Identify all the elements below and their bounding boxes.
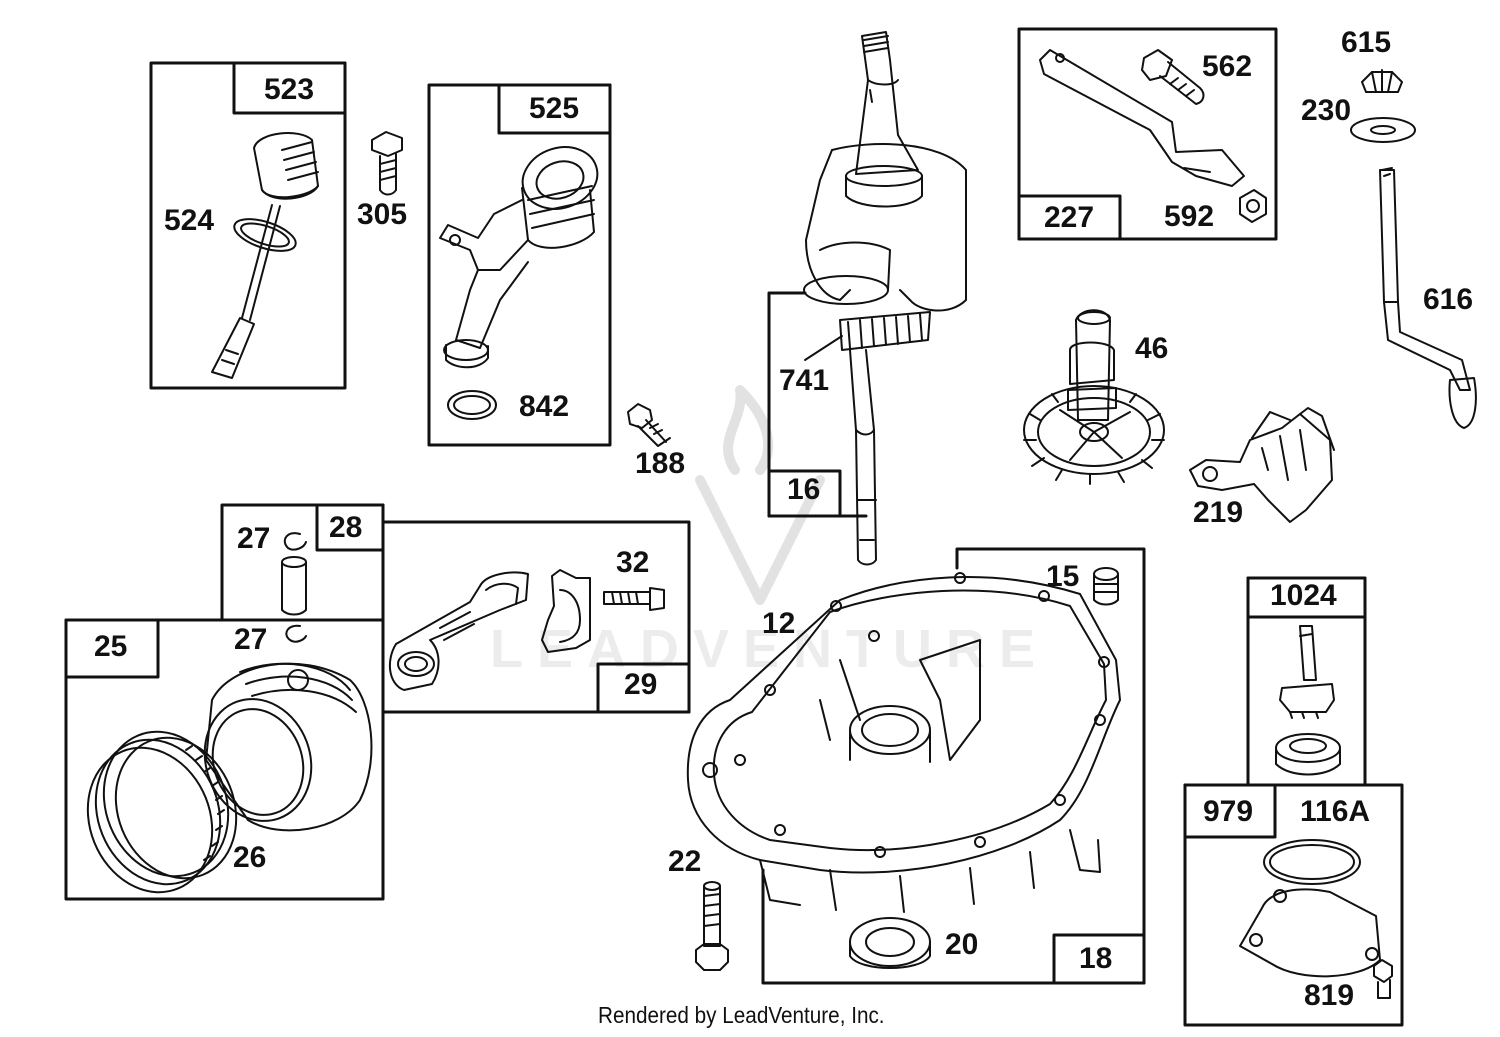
callout-12: 12	[762, 607, 796, 640]
clip-27-lower	[285, 624, 307, 643]
callout-29: 29	[624, 668, 658, 701]
callout-615: 615	[1341, 26, 1392, 59]
kit-box-523	[149, 61, 347, 390]
nut-592	[1239, 189, 1267, 223]
kit-box-25	[64, 618, 385, 901]
leader-741	[804, 335, 843, 361]
piston-rings-part	[86, 730, 238, 894]
callout-32: 32	[616, 546, 650, 579]
crankshaft-part	[803, 31, 967, 566]
rendered-by-footer: Rendered by LeadVenture, Inc.	[598, 1002, 885, 1028]
piston-part	[203, 662, 373, 832]
callout-27-lower: 27	[234, 623, 268, 656]
callout-26: 26	[233, 841, 267, 874]
connecting-rod-part	[388, 571, 529, 691]
kit-box-525	[427, 83, 612, 447]
callout-523: 523	[264, 73, 315, 106]
plug-15	[1093, 567, 1119, 606]
callout-979: 979	[1203, 795, 1254, 828]
kit-box-979	[1183, 783, 1404, 1027]
governor-gear-part	[1189, 407, 1335, 523]
screw-819	[1373, 959, 1393, 999]
kit-box-1024	[1246, 576, 1367, 787]
bolt-32	[603, 587, 665, 611]
nut-615	[1361, 69, 1403, 93]
callout-18: 18	[1079, 942, 1113, 975]
callout-562: 562	[1202, 50, 1253, 83]
bolt-22	[695, 881, 729, 971]
kit-box-16	[767, 291, 868, 518]
callout-27-upper: 27	[237, 522, 271, 555]
callout-25: 25	[94, 630, 128, 663]
crankcase-sump-part	[686, 572, 1121, 913]
dipstick-part	[211, 132, 319, 379]
callout-219: 219	[1193, 496, 1244, 529]
governor-lever-part	[1039, 49, 1245, 187]
o-ring-842-inner	[453, 395, 491, 415]
callout-592: 592	[1164, 200, 1215, 233]
callout-15: 15	[1046, 560, 1080, 593]
clip-27-upper	[283, 532, 307, 551]
callout-842: 842	[519, 390, 570, 423]
callout-525: 525	[529, 92, 580, 125]
callout-524: 524	[164, 204, 215, 237]
callout-819: 819	[1304, 979, 1355, 1012]
bolt-305	[371, 131, 403, 196]
oil-seal-20	[849, 917, 931, 969]
callout-46: 46	[1135, 332, 1169, 365]
rod-cap-part	[541, 569, 591, 653]
callout-741: 741	[779, 364, 830, 397]
callout-227: 227	[1044, 201, 1095, 234]
washer-230	[1350, 117, 1416, 143]
oil-pump-rotor-part	[1275, 733, 1341, 776]
callout-305: 305	[357, 198, 408, 231]
watermark-text: LEADVENTURE	[490, 619, 1050, 679]
kit-box-227	[1017, 27, 1278, 241]
pump-cover-979	[1239, 888, 1381, 978]
callout-16: 16	[787, 473, 821, 506]
bolt-562	[1141, 49, 1205, 105]
callout-20: 20	[945, 928, 979, 961]
governor-shaft-616	[1379, 167, 1477, 429]
kit-box-29	[381, 520, 691, 714]
o-ring-842	[447, 390, 497, 420]
oil-fill-tube-part	[439, 146, 599, 369]
camshaft-part	[1023, 309, 1165, 485]
callout-28: 28	[329, 511, 363, 544]
callout-1024: 1024	[1270, 579, 1337, 612]
callout-230: 230	[1301, 94, 1352, 127]
bolt-188	[627, 403, 671, 447]
callout-22: 22	[668, 845, 702, 878]
callout-116A: 116A	[1300, 795, 1371, 828]
callout-188: 188	[635, 447, 686, 480]
kit-box-18	[761, 547, 1146, 985]
callout-616: 616	[1423, 283, 1474, 316]
piston-pin-part	[281, 556, 307, 616]
o-ring-116A	[1263, 839, 1361, 885]
oil-pump-shaft-part	[1279, 625, 1335, 719]
